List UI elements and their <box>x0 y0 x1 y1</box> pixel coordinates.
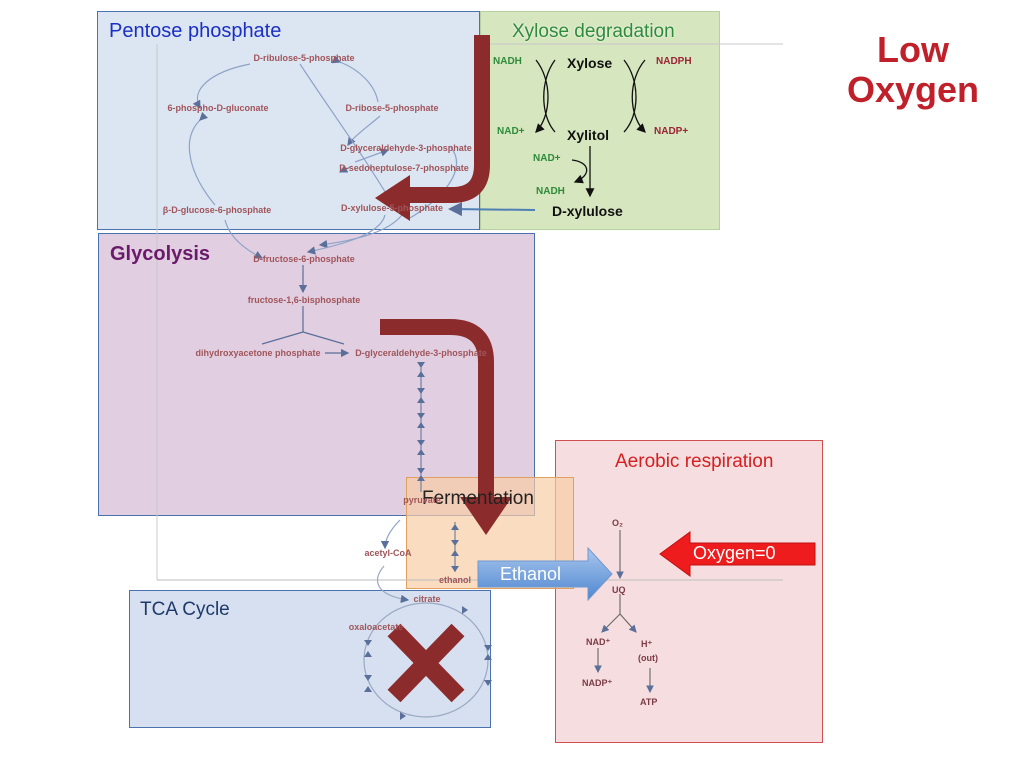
cofactor-nadh-mid: NADH <box>536 186 565 197</box>
cofactor-nadp-plus: NADP+ <box>654 126 689 137</box>
metabolite-ribose-5-phosphate: D-ribose-5-phosphate <box>345 103 439 113</box>
xylose-degradation-title: Xylose degradation <box>512 21 675 42</box>
metabolite-fructose-6-phosphate: D-fructose-6-phosphate <box>253 254 355 264</box>
metabolite-xylulose-5-phosphate: D-xylulose-5-phosphate <box>340 203 444 213</box>
pentose-phosphate-title: Pentose phosphate <box>109 20 282 42</box>
metabolite-xylose: Xylose <box>567 55 613 71</box>
tca-blocked-cross <box>387 623 465 703</box>
respiration-uq: UQ <box>612 585 626 595</box>
respiration-atp: ATP <box>640 697 658 707</box>
flux-arrow-ppp <box>405 35 490 203</box>
metabolite-pyruvate: pyruvate <box>403 495 441 505</box>
glycolysis-title: Glycolysis <box>110 243 211 265</box>
metabolite-ethanol: ethanol <box>438 575 472 585</box>
aerobic-respiration-box <box>555 440 823 743</box>
metabolite-glyceraldehyde-3-phosphate: D-glyceraldehyde-3-phosphate <box>355 348 487 358</box>
low-oxygen-headline: Low Oxygen <box>838 30 988 110</box>
ethanol-callout-label: Ethanol <box>500 564 562 584</box>
cofactor-nadph: NADPH <box>656 56 692 67</box>
oxygen-callout-label: Oxygen=0 <box>693 543 776 563</box>
metabolite-glyceraldehyde-3-phosphate-ppp: D-glyceraldehyde-3-phosphate <box>340 143 472 153</box>
oxygen-callout-arrow <box>659 531 816 577</box>
respiration-h-plus: H⁺ <box>641 639 653 649</box>
cofactor-nad-plus-left: NAD+ <box>497 126 525 137</box>
metabolite-citrate: citrate <box>413 594 441 604</box>
metabolite-xylitol: Xylitol <box>567 127 610 143</box>
headline-line-2: Oxygen <box>846 69 980 110</box>
respiration-nadp: NADP⁺ <box>582 678 613 688</box>
metabolite-sedoheptulose-7-phosphate: D-sedoheptulose-7-phosphate <box>339 163 469 173</box>
flux-arrow-fermentation <box>380 319 494 500</box>
metabolite-d-xylulose: D-xylulose <box>552 203 623 219</box>
glycolysis-box <box>98 233 535 516</box>
metabolite-oxaloacetate: oxaloacetate <box>348 622 404 632</box>
aerobic-respiration-title: Aerobic respiration <box>615 451 774 472</box>
ethanol-callout-arrow <box>477 546 613 602</box>
fermentation-title: Fermentation <box>422 488 534 509</box>
xylose-degradation-box <box>480 11 720 230</box>
metabolite-dhap: dihydroxyacetone phosphate <box>195 348 321 358</box>
respiration-o2: O₂ <box>612 518 623 528</box>
metabolite-glucose-6-phosphate: β-D-glucose-6-phosphate <box>162 205 272 215</box>
cofactor-nadh-top: NADH <box>493 56 522 67</box>
metabolite-fructose-bisphosphate: fructose-1,6-bisphosphate <box>247 295 361 305</box>
respiration-nad: NAD⁺ <box>586 637 611 647</box>
metabolite-acetyl-coa: acetyl-CoA <box>364 548 412 558</box>
respiration-h-out: (out) <box>638 653 658 663</box>
metabolite-6-phospho-gluconate: 6-phospho-D-gluconate <box>167 103 269 113</box>
headline-line-1: Low <box>877 29 949 70</box>
cofactor-nad-plus-mid: NAD+ <box>533 153 561 164</box>
metabolite-ribulose-5-phosphate: D-ribulose-5-phosphate <box>253 53 355 63</box>
tca-cycle-title: TCA Cycle <box>140 599 230 620</box>
